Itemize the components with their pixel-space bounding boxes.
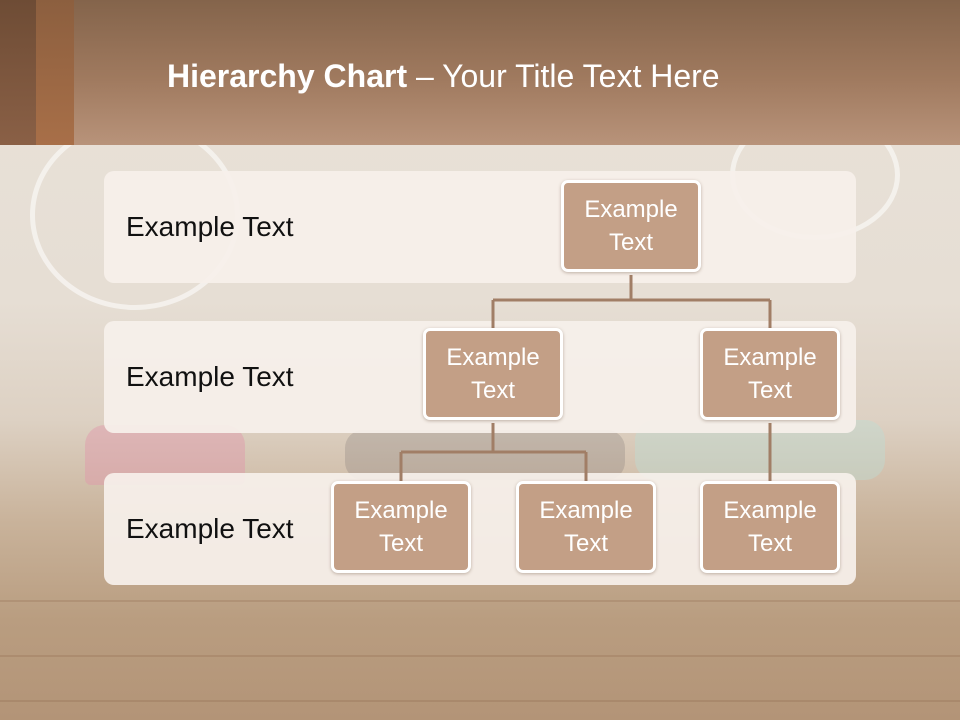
title-accent-dark: [0, 0, 36, 145]
row-band-1: [104, 171, 856, 283]
node-level2-right[interactable]: Example Text: [700, 328, 840, 420]
node-level3-a-label: Example Text: [354, 497, 448, 557]
title-bar: Hierarchy Chart – Your Title Text Here: [0, 0, 960, 145]
node-root[interactable]: Example Text: [561, 180, 701, 272]
node-level2-left-label: Example Text: [446, 344, 540, 404]
node-level2-right-label: Example Text: [723, 344, 817, 404]
slide-title-bold: Hierarchy Chart: [167, 58, 408, 94]
background-decoration: [0, 655, 960, 657]
node-level3-c[interactable]: Example Text: [700, 481, 840, 573]
node-level3-a[interactable]: Example Text: [331, 481, 471, 573]
background-decoration: [345, 430, 625, 480]
slide-title: Hierarchy Chart – Your Title Text Here: [167, 56, 720, 96]
row-label-3: Example Text: [126, 513, 294, 544]
row-label-2: Example Text: [126, 361, 294, 392]
node-root-label: Example Text: [584, 196, 678, 256]
connector-root-to-level2: [491, 275, 772, 328]
node-level3-b-label: Example Text: [539, 497, 633, 557]
connector-left-to-children: [399, 423, 588, 481]
background-decoration: [0, 700, 960, 702]
slide-title-rest: – Your Title Text Here: [407, 58, 720, 94]
node-level3-c-label: Example Text: [723, 497, 817, 557]
background-decoration: [0, 600, 960, 602]
row-label-1: Example Text: [126, 211, 294, 242]
node-level3-b[interactable]: Example Text: [516, 481, 656, 573]
node-level2-left[interactable]: Example Text: [423, 328, 563, 420]
title-accent-mid: [36, 0, 74, 145]
